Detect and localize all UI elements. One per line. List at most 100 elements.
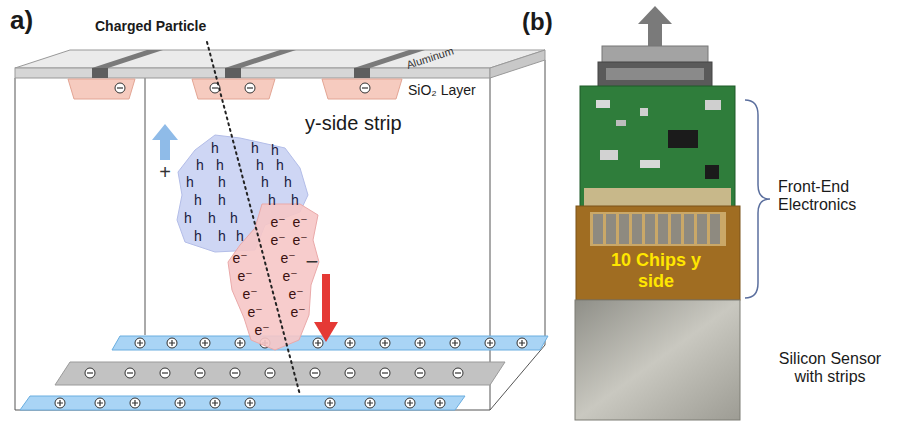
electron-symbol: e⁻ (292, 232, 307, 248)
n-strip (55, 362, 505, 385)
positive-charge (135, 338, 145, 348)
chip-row (590, 212, 726, 246)
panel-label: a) (10, 6, 33, 36)
panel-label: (b) (522, 8, 553, 36)
aluminum-strip (225, 50, 296, 68)
hole-symbol: h (236, 228, 244, 244)
negative-charge (245, 83, 255, 93)
hole-symbol: h (251, 140, 259, 156)
hole-symbol: h (256, 157, 264, 173)
electron-symbol: e⁻ (237, 268, 252, 284)
plate-top (15, 50, 545, 68)
hole-symbol: h (186, 174, 194, 190)
connector (602, 46, 708, 63)
negative-charge (115, 83, 125, 93)
electron-symbol: e⁻ (242, 286, 257, 302)
bracket (745, 100, 770, 298)
p-strip (112, 336, 548, 350)
positive-charge (325, 398, 335, 408)
positive-charge (380, 338, 390, 348)
hole-symbol: h (194, 228, 202, 244)
positive-charge (415, 338, 425, 348)
negative-charge (230, 368, 240, 378)
hole-symbol: h (218, 228, 226, 244)
negative-charge (125, 368, 135, 378)
readout-chip (710, 214, 720, 244)
positive-charge (450, 338, 460, 348)
aluminum-strip (92, 68, 108, 78)
plate-side (490, 50, 545, 78)
electron-symbol: e⁻ (270, 232, 285, 248)
box-edge (545, 60, 546, 345)
bond-area (584, 188, 731, 206)
hole-symbol: h (230, 210, 238, 226)
material-label: Aluminum (405, 44, 455, 71)
flex-hybrid (576, 206, 740, 300)
silicon-sensor (575, 300, 740, 420)
detector-box (15, 60, 545, 410)
negative-charge (415, 368, 425, 378)
electron-cloud (228, 204, 319, 350)
box-edge (490, 78, 491, 410)
polarity-sign: + (159, 161, 171, 184)
readout-chip (671, 214, 681, 244)
aluminum-strips (92, 50, 425, 78)
hole-symbol: h (208, 210, 216, 226)
positive-charge (435, 398, 445, 408)
module-photo (575, 6, 770, 420)
readout-chip (619, 214, 629, 244)
positive-charge (210, 398, 220, 408)
layer-label: SiO₂ Layer (408, 82, 476, 98)
particle-track (207, 42, 300, 395)
hole-symbol: h (196, 157, 204, 173)
negative-charge (360, 83, 370, 93)
positive-charge (313, 338, 323, 348)
chip-label: 10 Chips y side (610, 250, 702, 291)
board-component (640, 160, 660, 168)
hole-symbol: h (261, 174, 269, 190)
aluminum-strip (354, 68, 370, 78)
hole-symbol: h (216, 157, 224, 173)
readout-chip (632, 214, 642, 244)
box-edge (490, 345, 545, 410)
positive-charge (235, 338, 245, 348)
p-strip (20, 396, 465, 410)
sensor-label: Silicon Sensor with strips (766, 350, 894, 387)
positive-charge (55, 398, 65, 408)
negative-charge (160, 368, 170, 378)
negative-charge (310, 368, 320, 378)
positive-charge (167, 338, 177, 348)
electron-symbol: e⁻ (282, 268, 297, 284)
positive-charge (345, 338, 355, 348)
positive-charge (517, 338, 527, 348)
electron-symbol: e⁻ (254, 322, 269, 338)
board-chip (705, 165, 719, 179)
readout-chip (606, 214, 616, 244)
negative-charge (453, 368, 463, 378)
hole-symbol: h (271, 142, 279, 158)
aluminum-strip (225, 68, 241, 78)
readout-chip (684, 214, 694, 244)
bottom-strips (20, 336, 548, 410)
readout-chip (645, 214, 655, 244)
arrow-shaft (160, 138, 170, 160)
electron-symbol: e⁻ (290, 304, 305, 320)
negative-charge (195, 368, 205, 378)
hole-symbol: h (194, 192, 202, 208)
readout-chip (658, 214, 668, 244)
positive-charge (175, 398, 185, 408)
electron-symbol: e⁻ (280, 250, 295, 266)
electron-symbol: e⁻ (292, 214, 307, 230)
bracket-label: Front-End Electronics (778, 178, 890, 215)
arrow-head (314, 322, 338, 342)
readout-pad (68, 79, 135, 99)
circuit-board (580, 86, 735, 208)
positive-charge (405, 398, 415, 408)
top-plate (15, 50, 545, 78)
readout-chip (697, 214, 707, 244)
box-edge (15, 78, 16, 410)
electron-symbol: e⁻ (232, 250, 247, 266)
positive-charge (200, 338, 210, 348)
positive-charge (245, 398, 255, 408)
hole-symbol: h (218, 174, 226, 190)
